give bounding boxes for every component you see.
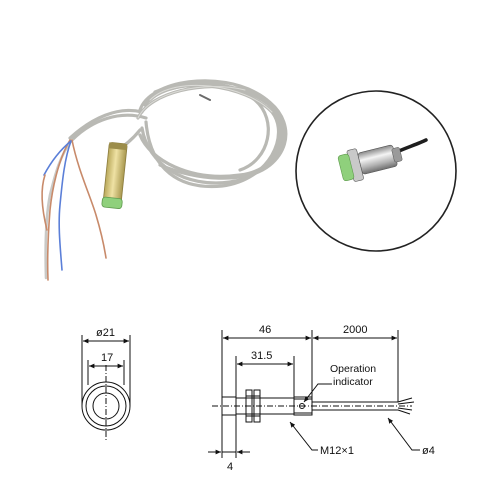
sensor-body [101,142,128,209]
label-inner-width: 17 [101,352,113,364]
label-body-length: 46 [259,324,271,336]
indicator-dot [299,403,305,409]
leader-indicator [303,383,332,403]
front-nut-circle [85,385,127,427]
leader-thread [289,421,318,451]
nut-right [253,389,261,423]
sensor-photo [41,79,288,281]
label-thread-length: 31.5 [251,350,272,362]
rear-housing [293,396,313,416]
label-indicator-line2: indicator [333,376,373,388]
sensor-inset [295,90,457,252]
label-thread-spec: M12×1 [320,445,354,457]
nut-left [245,389,253,423]
cable-wire-ends [397,397,415,415]
leader-cable [387,417,420,451]
label-outer-diameter: ø21 [96,327,115,339]
front-view-drawing [81,335,131,440]
label-cable-diameter: ø4 [422,445,435,457]
wire-ends [41,138,107,281]
label-tip-length: 4 [227,461,233,473]
side-view-drawing [208,330,420,458]
cable-coil [68,79,288,189]
label-cable-length: 2000 [343,324,367,336]
front-inner-circle [92,392,120,420]
label-indicator-line1: Operation [330,363,376,375]
